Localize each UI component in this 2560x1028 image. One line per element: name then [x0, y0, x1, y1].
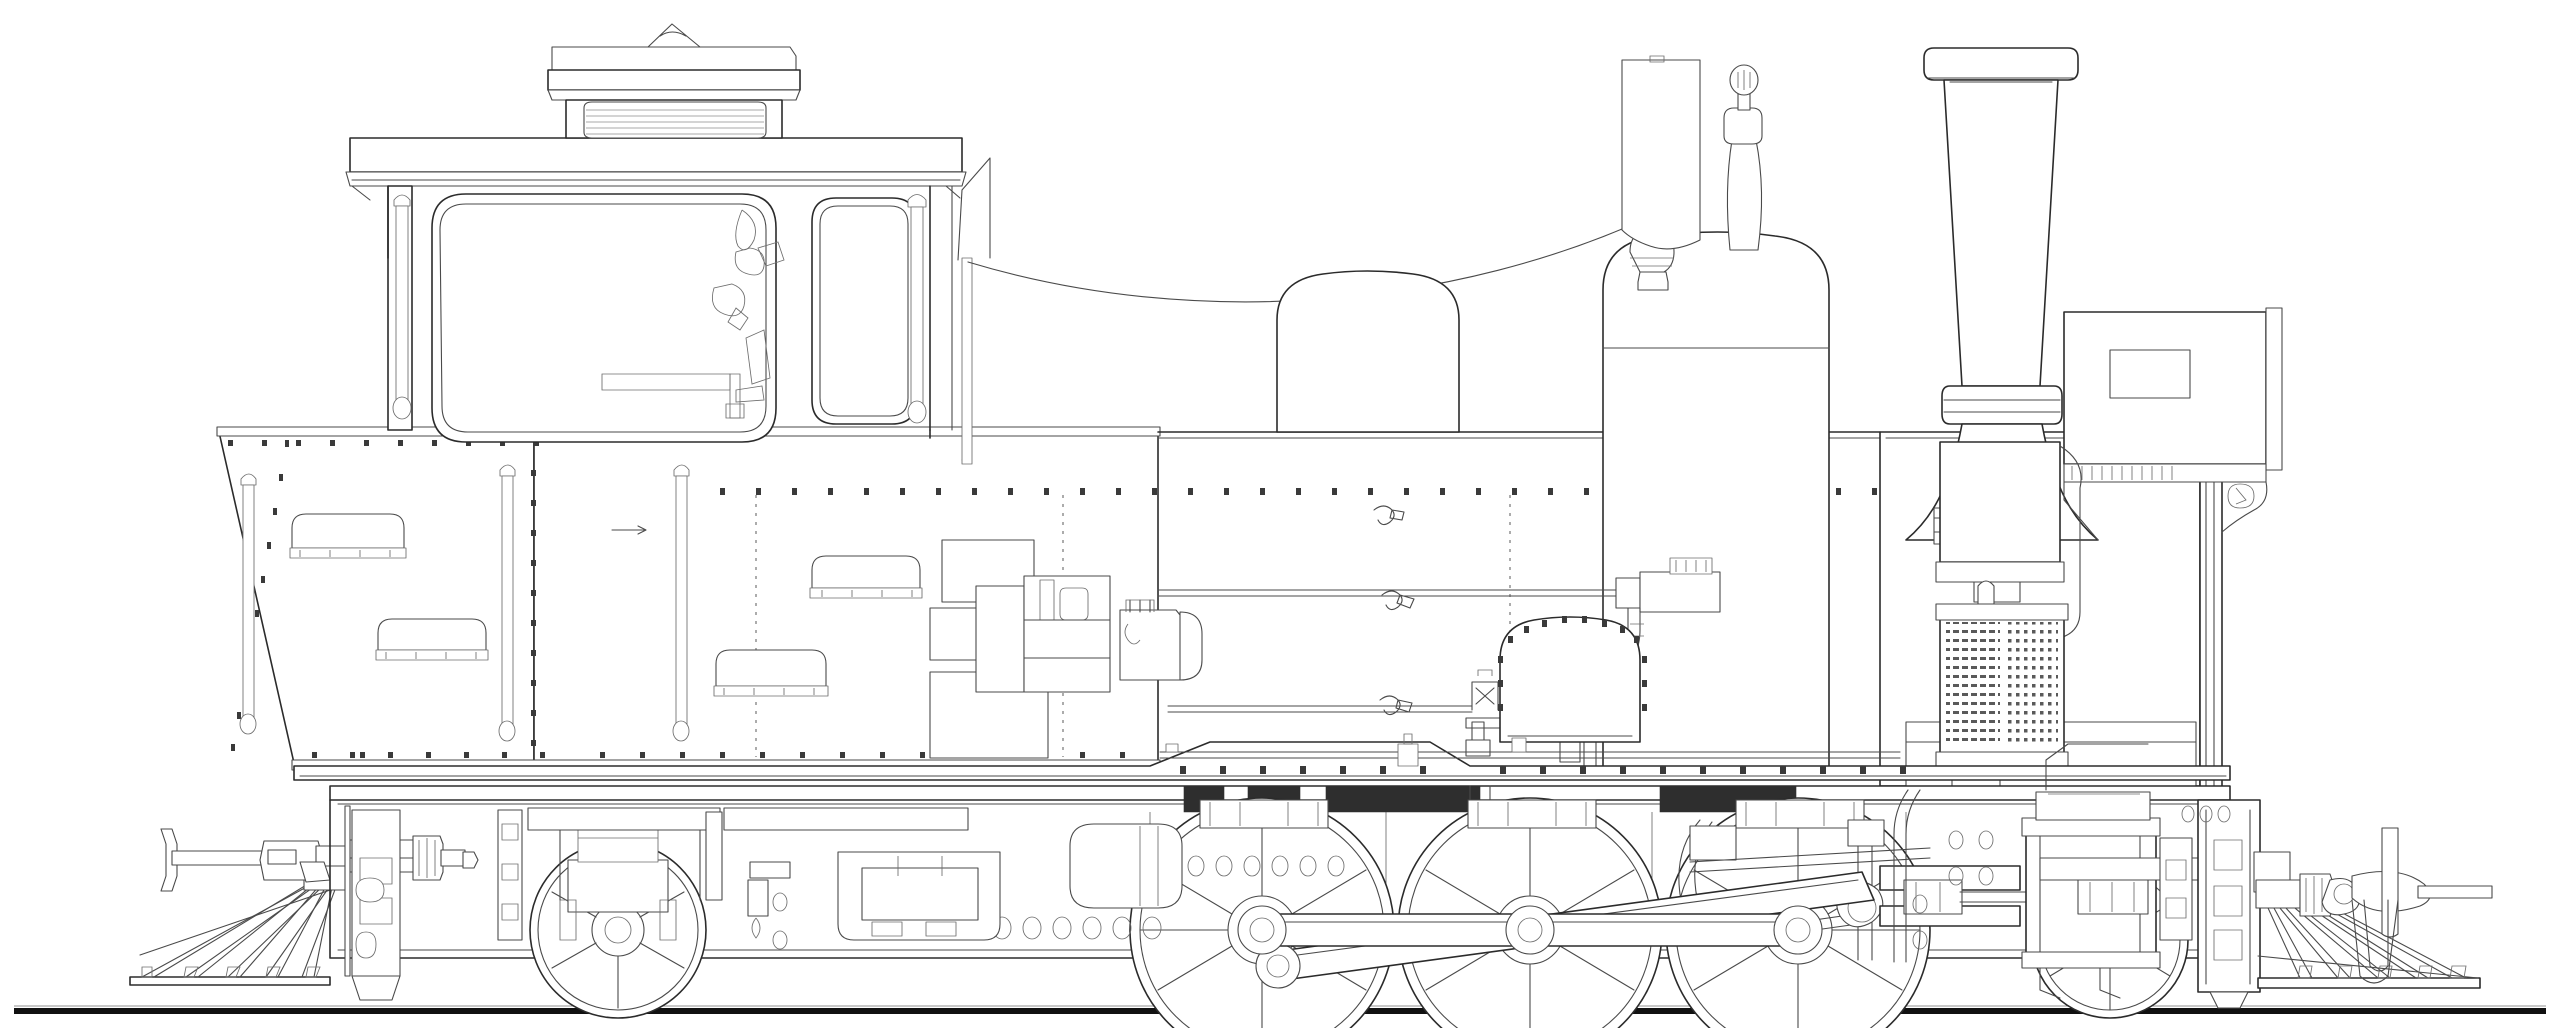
frame-detail-bolts: [1912, 805, 2231, 950]
boiler-side-fitting: [1397, 733, 1419, 767]
cab-roof-vent: [547, 23, 801, 139]
cab-handrail: [239, 194, 927, 742]
driver-spring-hanger: [1199, 799, 1865, 829]
boiler-backhead-fittings: [975, 575, 1203, 693]
tank-lifting-lug: [1373, 505, 1415, 716]
cylinder-drain-cock: [2039, 967, 2121, 999]
tank-direction-marker: [611, 525, 647, 535]
rear-truck-frame: [497, 807, 969, 941]
steam-dome: [1602, 231, 1830, 773]
tank-step-bracket: [289, 513, 923, 697]
whistle: [1723, 64, 1763, 251]
headlight: [2063, 307, 2283, 541]
cab: [239, 23, 967, 742]
cab-side-window[interactable]: [431, 193, 777, 443]
safety-valve: [1621, 55, 1701, 291]
firebox-wrapper: [1498, 616, 1647, 743]
cab-door-window[interactable]: [811, 197, 917, 425]
crosshead: [1879, 865, 2091, 927]
cab-to-dome-pipe: [1167, 705, 1473, 713]
rear-dragbox: [344, 805, 401, 1001]
sand-box-under-frame: [837, 851, 1001, 941]
leading-truck-frame: [2039, 837, 2231, 941]
air-pump: [1935, 441, 2082, 639]
front-coupler: [2255, 827, 2493, 984]
side-rod: [1237, 905, 1823, 955]
boiler-feed-pipe: [1159, 737, 1901, 759]
cab-interior-fittings: [601, 209, 785, 419]
trailing-truck-wheel: [529, 819, 707, 1019]
rear-pilot: [129, 865, 349, 986]
cab-front-stanchion: [957, 157, 991, 465]
sand-dome: [1276, 270, 1460, 439]
valance-rivet-row: [1180, 766, 1906, 774]
air-reservoir: [1069, 823, 1183, 909]
smokebox-steam-pipe: [1893, 789, 1921, 963]
feedwater-heater: [1935, 603, 2069, 791]
